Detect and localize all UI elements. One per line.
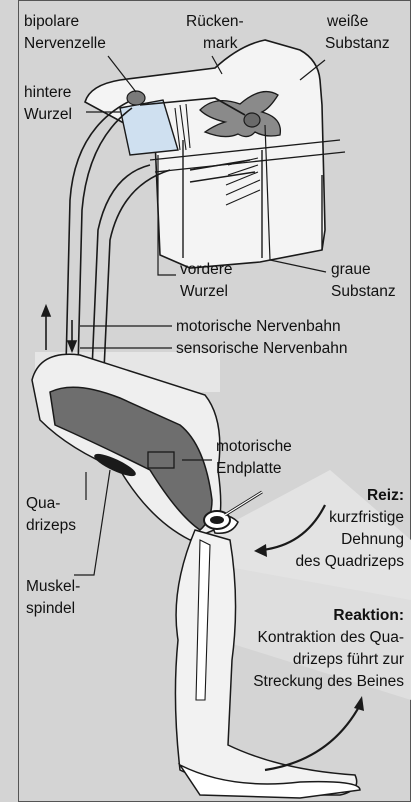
label-bipolar-cell-2: Nervenzelle: [24, 35, 106, 52]
stimulus-line-2: Dehnung: [341, 531, 404, 548]
reaction-title: Reaktion:: [333, 607, 404, 624]
bipolar-neuron-body: [127, 91, 145, 105]
label-dorsal-root-2: Wurzel: [24, 106, 72, 123]
label-spinal-cord-1: Rücken-: [186, 13, 244, 30]
label-end-plate-2: Endplatte: [216, 460, 282, 477]
label-muscle-spindle-1: Muskel-: [26, 578, 80, 595]
label-motor-path: motorische Nervenbahn: [176, 318, 341, 335]
label-white-matter-2: Substanz: [325, 35, 390, 52]
label-quadriceps-1: Qua-: [26, 495, 60, 512]
label-ventral-root-1: vordere: [180, 261, 233, 278]
label-dorsal-root-1: hintere: [24, 84, 71, 101]
label-quadriceps-2: drizeps: [26, 517, 76, 534]
label-sensory-path: sensorische Nervenbahn: [176, 340, 347, 357]
label-muscle-spindle-2: spindel: [26, 600, 75, 617]
reaction-line-3: Streckung des Beines: [253, 673, 404, 690]
label-bipolar-cell-1: bipolare: [24, 13, 79, 30]
stimulus-title: Reiz:: [367, 487, 404, 504]
stimulus-line-3: des Quadrizeps: [295, 553, 404, 570]
label-grey-matter-2: Substanz: [331, 283, 396, 300]
reaction-line-1: Kontraktion des Qua-: [258, 629, 404, 646]
label-white-matter-1: weiße: [326, 13, 368, 30]
reaction-line-2: drizeps führt zur: [293, 651, 404, 668]
label-grey-matter-1: graue: [331, 261, 371, 278]
stimulus-line-1: kurzfristige: [329, 509, 404, 526]
label-spinal-cord-2: mark: [203, 35, 238, 52]
label-end-plate-1: motorische: [216, 438, 292, 455]
label-ventral-root-2: Wurzel: [180, 283, 228, 300]
motor-neuron-body: [244, 113, 260, 127]
